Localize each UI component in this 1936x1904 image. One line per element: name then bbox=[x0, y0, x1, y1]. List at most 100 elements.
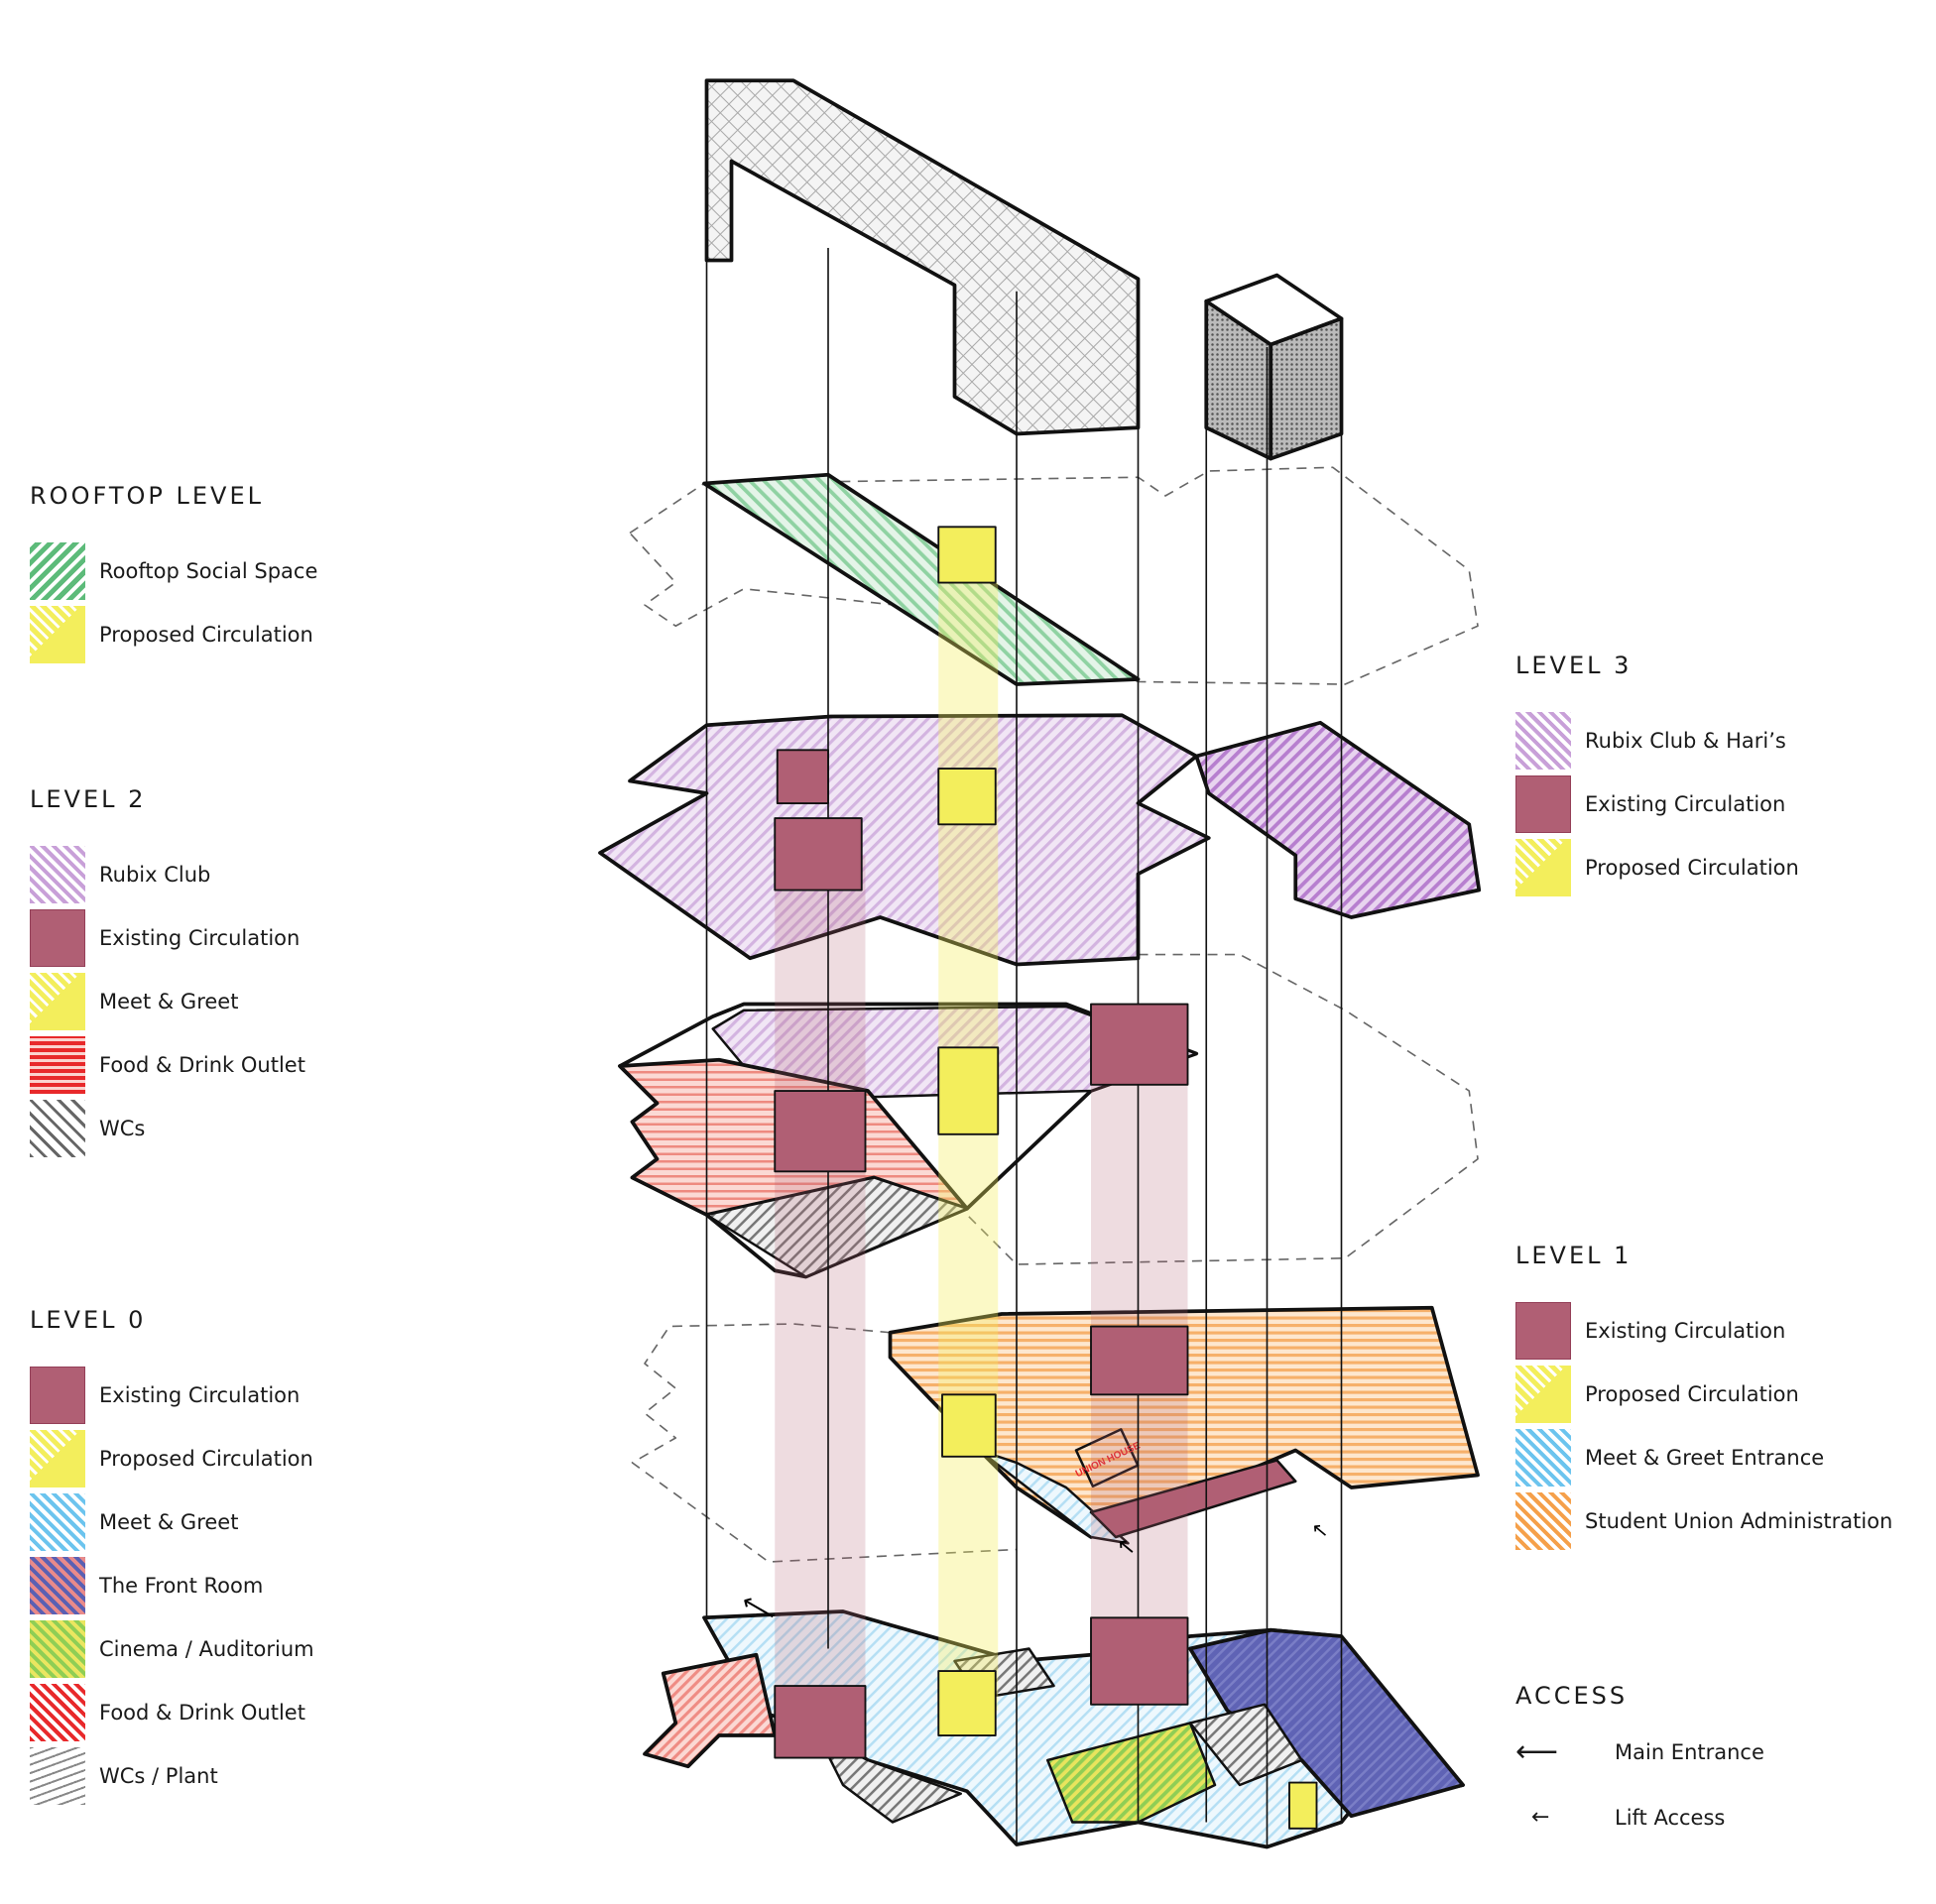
legend-label: WCs bbox=[99, 1117, 146, 1140]
legend-label: The Front Room bbox=[99, 1574, 264, 1598]
level1-dashed-outline bbox=[631, 1323, 1018, 1563]
legend-label: Existing Circulation bbox=[1585, 1319, 1786, 1343]
legend-swatch bbox=[1515, 1302, 1571, 1360]
legend-swatch bbox=[30, 1493, 85, 1551]
rooftop-structure bbox=[704, 78, 1141, 436]
legend-label: Proposed Circulation bbox=[99, 1447, 313, 1471]
legend-swatch bbox=[30, 909, 85, 967]
legend-label: Proposed Circulation bbox=[1585, 856, 1799, 880]
legend-item: WCs bbox=[30, 1097, 305, 1160]
legend-label: Main Entrance bbox=[1615, 1740, 1764, 1764]
legend-item: Existing Circulation bbox=[30, 1364, 314, 1427]
wcs-plant-2 bbox=[1188, 1703, 1303, 1787]
legend-label: Rubix Club & Hari’s bbox=[1585, 729, 1786, 753]
legend-swatch bbox=[30, 973, 85, 1030]
proposed-circulation-column bbox=[938, 582, 999, 1711]
access-main-entrance: ⟵ Main Entrance bbox=[1515, 1720, 1764, 1785]
legend-swatch bbox=[30, 1557, 85, 1614]
legend-item: Existing Circulation bbox=[1515, 1299, 1892, 1363]
legend-item: Existing Circulation bbox=[1515, 773, 1799, 836]
legend-label: Rooftop Social Space bbox=[99, 559, 318, 583]
level-0-floor bbox=[643, 1609, 1465, 1849]
legend-item: Student Union Administration bbox=[1515, 1489, 1892, 1553]
existing-circulation-boxes bbox=[774, 749, 1189, 1759]
legend-label: Proposed Circulation bbox=[99, 623, 313, 647]
rooftop-social-space bbox=[702, 472, 1141, 686]
legend-label: Student Union Administration bbox=[1585, 1509, 1893, 1533]
legend-title: ACCESS bbox=[1515, 1682, 1629, 1710]
legend-item: Proposed Circulation bbox=[1515, 836, 1799, 899]
legend-swatch bbox=[30, 1620, 85, 1678]
level2-dashed-outline bbox=[966, 953, 1479, 1265]
legend-swatch bbox=[1515, 1429, 1571, 1487]
legend-label: Food & Drink Outlet bbox=[99, 1053, 305, 1077]
access-lift: ← Lift Access bbox=[1515, 1785, 1764, 1850]
legend-label: Meet & Greet bbox=[99, 990, 239, 1013]
legend-title: ROOFTOP LEVEL bbox=[30, 482, 264, 510]
legend-item: Food & Drink Outlet bbox=[30, 1681, 314, 1744]
arrow-left-small-icon: ← bbox=[1531, 1805, 1550, 1830]
legend-item: Meet & Greet bbox=[30, 1490, 314, 1554]
legend-label: Meet & Greet bbox=[99, 1510, 239, 1534]
rubix-club-l3 bbox=[598, 713, 1211, 967]
legend-label: Rubix Club bbox=[99, 863, 211, 887]
legend-swatch bbox=[30, 1100, 85, 1157]
legend-swatch bbox=[30, 1430, 85, 1488]
legend-label: Meet & Greet Entrance bbox=[1585, 1446, 1825, 1470]
projection-lines bbox=[705, 80, 1343, 1847]
lift-access-arrow-icon-2: ← bbox=[1306, 1515, 1334, 1544]
legend-title: LEVEL 1 bbox=[1515, 1242, 1633, 1269]
legend-item: Rubix Club & Hari’s bbox=[1515, 709, 1799, 773]
stair-tower bbox=[1204, 273, 1344, 461]
legend-title: LEVEL 3 bbox=[1515, 652, 1633, 679]
legend-swatch bbox=[1515, 775, 1571, 833]
legend-title: LEVEL 0 bbox=[30, 1306, 147, 1334]
legend-item: The Front Room bbox=[30, 1554, 314, 1617]
legend-swatch bbox=[30, 542, 85, 600]
legend-item: Rooftop Social Space bbox=[30, 539, 317, 603]
legend-item: Meet & Greet Entrance bbox=[1515, 1426, 1892, 1489]
legend-label: Proposed Circulation bbox=[1585, 1382, 1799, 1406]
legend-item: Existing Circulation bbox=[30, 906, 305, 970]
food-drink-l0 bbox=[643, 1652, 778, 1769]
legend-swatch bbox=[30, 1036, 85, 1094]
legend-item: Proposed Circulation bbox=[30, 1427, 314, 1490]
legend-swatch bbox=[30, 1747, 85, 1805]
legend-item: Food & Drink Outlet bbox=[30, 1033, 305, 1097]
arrow-left-large-icon: ⟵ bbox=[1515, 1734, 1559, 1769]
legend-item: Proposed Circulation bbox=[1515, 1363, 1892, 1426]
legend-swatch bbox=[1515, 1492, 1571, 1550]
level-3-floor bbox=[598, 713, 1482, 967]
legend-swatch bbox=[30, 606, 85, 663]
cinema-auditorium bbox=[1046, 1722, 1217, 1824]
legend-label: Food & Drink Outlet bbox=[99, 1701, 305, 1725]
legend-label: Existing Circulation bbox=[99, 926, 301, 950]
haris-l3 bbox=[1194, 720, 1482, 919]
rooftop-dashed-outline bbox=[629, 466, 1479, 685]
legend-label: WCs / Plant bbox=[99, 1764, 218, 1788]
legend-swatch bbox=[30, 1367, 85, 1424]
legend-access: ACCESS ⟵ Main Entrance ← Lift Access bbox=[1515, 1682, 1764, 1850]
legend-swatch bbox=[1515, 1366, 1571, 1423]
existing-corridor-l1 bbox=[1089, 1459, 1297, 1539]
legend-swatch bbox=[1515, 839, 1571, 896]
legend-label: Existing Circulation bbox=[1585, 792, 1786, 816]
legend-swatch bbox=[30, 846, 85, 903]
legend-label: Existing Circulation bbox=[99, 1383, 301, 1407]
legend-swatch bbox=[1515, 712, 1571, 770]
legend-label: Cinema / Auditorium bbox=[99, 1637, 314, 1661]
legend-item: Meet & Greet bbox=[30, 970, 305, 1033]
legend-swatch bbox=[30, 1684, 85, 1741]
legend-item: Cinema / Auditorium bbox=[30, 1617, 314, 1681]
existing-circulation-column-1 bbox=[775, 855, 866, 1724]
legend-title: LEVEL 2 bbox=[30, 785, 147, 813]
legend-label: Lift Access bbox=[1615, 1806, 1726, 1830]
legend-item: Rubix Club bbox=[30, 843, 305, 906]
legend-item: Proposed Circulation bbox=[30, 603, 317, 666]
